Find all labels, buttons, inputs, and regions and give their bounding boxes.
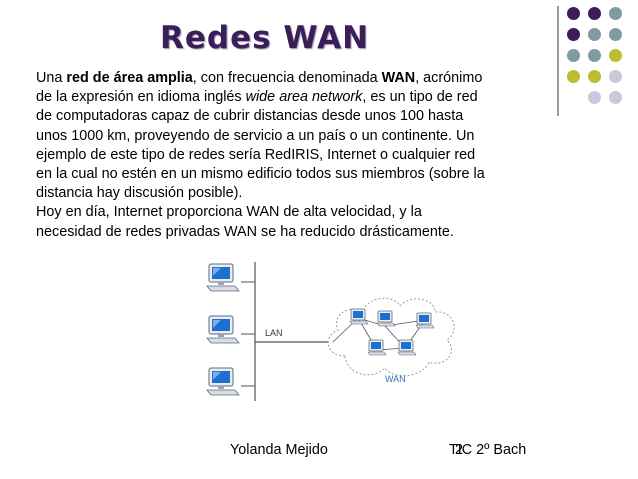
computer-icon bbox=[206, 263, 240, 292]
decorative-dot bbox=[609, 7, 622, 20]
wan-label: WAN bbox=[385, 374, 406, 384]
computer-icon bbox=[206, 367, 240, 396]
decorative-dot bbox=[609, 28, 622, 41]
decorative-dot bbox=[588, 7, 601, 20]
text-run: Una bbox=[36, 70, 67, 86]
decorative-dot bbox=[609, 49, 622, 62]
decorative-dot bbox=[567, 49, 580, 62]
decorative-dot bbox=[567, 28, 580, 41]
bold-term-wan: WAN bbox=[381, 70, 416, 86]
text-line: ejemplo de este tipo de redes sería RedI… bbox=[36, 146, 476, 163]
decorative-dot bbox=[588, 70, 601, 83]
computer-icon bbox=[376, 310, 396, 327]
slide-body: Una red de área amplia, con frecuencia d… bbox=[36, 69, 556, 242]
paragraph-2: Hoy en día, Internet proporciona WAN de … bbox=[36, 203, 556, 241]
text-line: distancia hay discusión posible). bbox=[36, 185, 243, 202]
lan-segment: LAN bbox=[206, 262, 333, 401]
italic-term-wide-area-network: wide area network bbox=[245, 89, 363, 106]
text-line: de computadoras capaz de cubrir distanci… bbox=[36, 108, 464, 125]
text-run: , acrónimo bbox=[415, 70, 483, 86]
computer-icon bbox=[415, 312, 435, 329]
computer-icon bbox=[397, 339, 417, 356]
wan-cloud: WAN bbox=[327, 297, 455, 384]
text-run: , con frecuencia denominada bbox=[192, 70, 382, 86]
lan-label: LAN bbox=[265, 328, 283, 338]
lan-wan-network-diagram: LAN WAN bbox=[206, 262, 455, 401]
computer-icon bbox=[367, 339, 387, 356]
text-run: , es un tipo de red bbox=[362, 89, 478, 106]
decorative-dot bbox=[567, 7, 580, 20]
footer-course: TIC 2º Bach bbox=[449, 442, 527, 458]
decorative-dot bbox=[567, 70, 580, 83]
decorative-divider bbox=[557, 6, 559, 116]
text-line: en la cual no estén en un mismo edificio… bbox=[36, 166, 485, 183]
decorative-dot bbox=[609, 70, 622, 83]
decorative-dot bbox=[588, 28, 601, 41]
decorative-dot bbox=[609, 91, 622, 104]
footer-author: Yolanda Mejido bbox=[230, 442, 328, 458]
decorative-dot bbox=[588, 91, 601, 104]
slide-title: Redes WAN bbox=[160, 20, 370, 56]
bold-term-red-area-amplia: red de área amplia bbox=[66, 70, 193, 86]
text-line: unos 1000 km, proveyendo de servicio a u… bbox=[36, 127, 475, 144]
text-run: de la expresión en idioma inglés bbox=[36, 89, 246, 106]
text-line: necesidad de redes privadas WAN se ha re… bbox=[36, 223, 454, 240]
text-line: Hoy en día, Internet proporciona WAN de … bbox=[36, 204, 422, 221]
decorative-dot bbox=[588, 49, 601, 62]
computer-icon bbox=[349, 308, 369, 325]
slide-number: 2 bbox=[455, 442, 464, 458]
computer-icon bbox=[206, 315, 240, 344]
paragraph-1: Una red de área amplia, con frecuencia d… bbox=[36, 69, 556, 203]
